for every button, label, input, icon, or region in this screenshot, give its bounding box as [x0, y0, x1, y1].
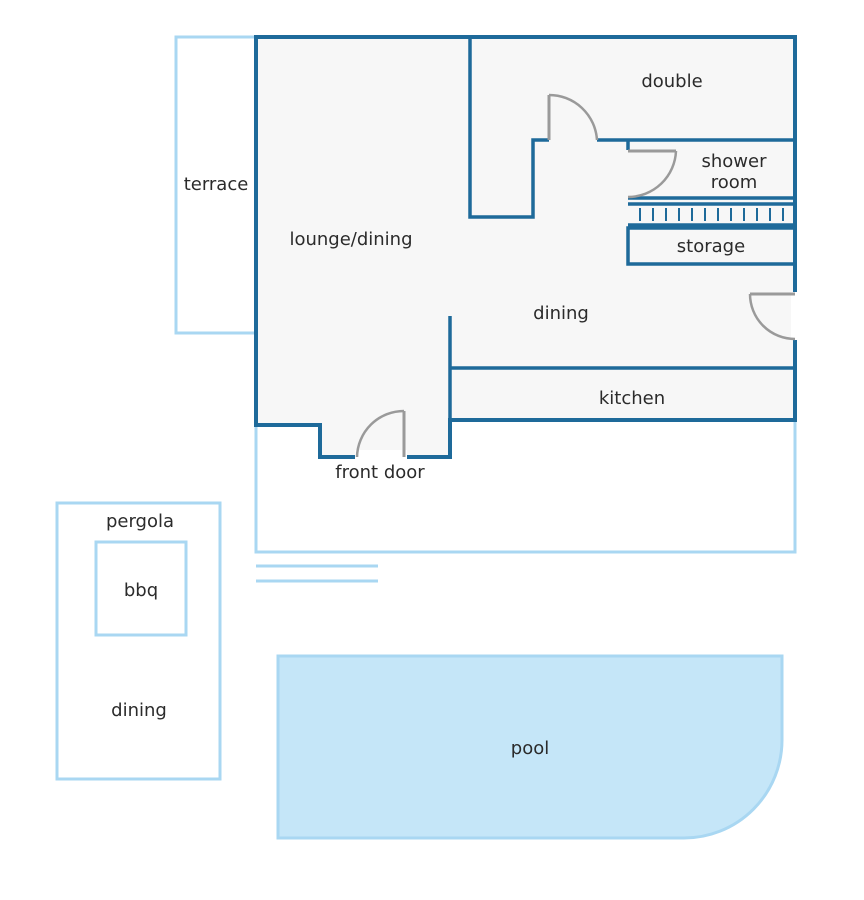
bedroom-door: [547, 93, 599, 141]
room-label-lounge-dining: lounge/dining: [289, 229, 412, 250]
pergola-outline: [55, 501, 222, 781]
pool: [276, 654, 784, 840]
bedroom-partition-wall: [468, 37, 549, 219]
front-door: [355, 409, 407, 462]
room-label-shower-room-line2: room: [711, 172, 758, 193]
side-door: [748, 292, 801, 341]
room-label-storage: storage: [677, 236, 745, 257]
room-label-pergola-dining: dining: [111, 700, 167, 721]
bbq-outline: [94, 540, 188, 637]
storage-shelving: [628, 202, 795, 227]
room-label-double: double: [641, 71, 702, 92]
room-label-shower-room-line1: shower: [702, 151, 768, 172]
room-label-dining: dining: [533, 303, 589, 324]
patio-outline: [254, 420, 797, 554]
storage-wall: [626, 226, 795, 266]
room-label-kitchen: kitchen: [599, 388, 665, 409]
room-label-pool: pool: [511, 738, 549, 759]
shower-room-door: [627, 149, 678, 199]
room-label-bbq: bbq: [124, 580, 158, 601]
outer-wall: [254, 35, 797, 459]
interior-floor: [256, 37, 795, 457]
room-label-pergola: pergola: [106, 511, 174, 532]
room-label-terrace: terrace: [184, 174, 249, 195]
room-label-front-door: front door: [335, 462, 425, 483]
